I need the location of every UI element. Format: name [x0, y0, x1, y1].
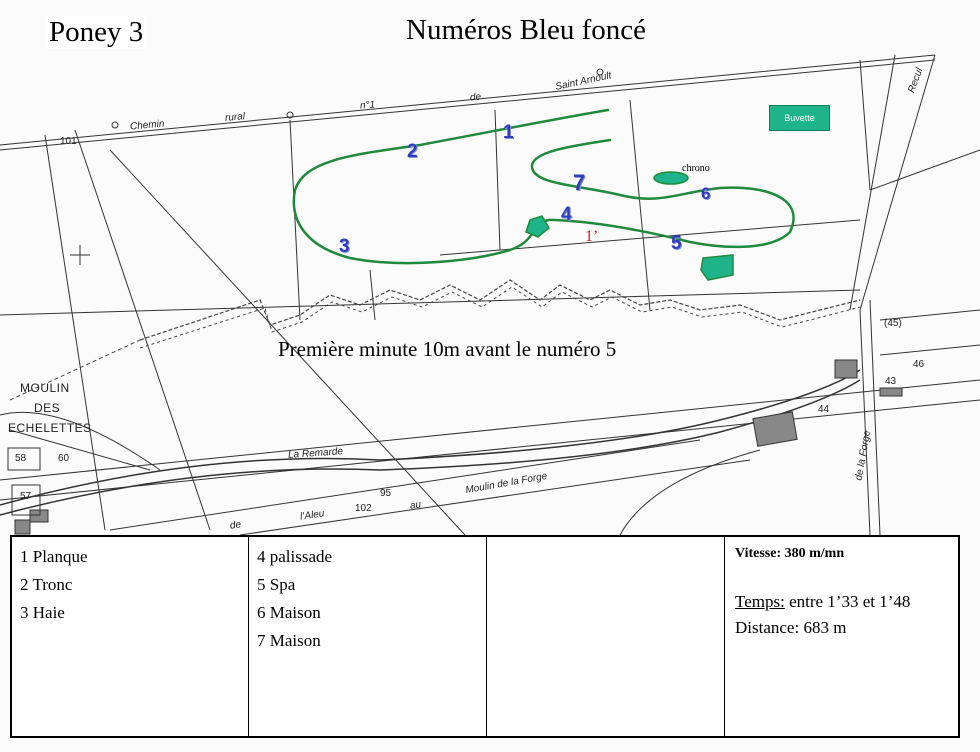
first-minute-note: Première minute 10m avant le numéro 5	[278, 337, 617, 361]
parcel-45: (45)	[884, 318, 902, 329]
legend-item: 2 Tronc	[20, 575, 73, 594]
distance-value: Distance: 683 m	[735, 618, 847, 637]
parcel-60: 60	[58, 453, 70, 464]
time-row: Temps: entre 1’33 et 1’48	[735, 589, 950, 615]
parcel-44: 44	[818, 404, 830, 415]
legend-column-3	[487, 537, 725, 736]
parcel-57: 57	[20, 491, 32, 502]
road-label-au: au	[409, 499, 422, 512]
legend-item: 5 Spa	[257, 575, 296, 594]
legend-column-2: 4 palissade 5 Spa 6 Maison 7 Maison	[249, 537, 487, 736]
jump-number-1: 1	[503, 122, 514, 143]
legend-item: 6 Maison	[257, 603, 321, 622]
road-label-de-2: de	[229, 519, 242, 532]
parcel-101: 101	[60, 136, 77, 147]
legend-column-1: 1 Planque 2 Tronc 3 Haie	[12, 537, 249, 736]
parcel-46: 46	[913, 359, 925, 370]
chrono-label: chrono	[682, 163, 710, 174]
legend-table: 1 Planque 2 Tronc 3 Haie 4 palissade 5 S…	[10, 535, 960, 738]
parcel-58: 58	[15, 453, 27, 464]
course-stats: Vitesse: 380 m/mn Temps: entre 1’33 et 1…	[725, 537, 958, 736]
place-label-moulin: MOULIN	[20, 381, 70, 395]
road-label-rural: rural	[224, 111, 246, 124]
jump-number-7: 7	[573, 170, 586, 195]
first-minute-marker: 1’	[585, 228, 599, 245]
place-label-echelettes: ECHELETTES	[8, 421, 92, 435]
course-title: Poney 3	[45, 16, 148, 49]
map-background	[0, 54, 980, 535]
legend-item: 7 Maison	[257, 631, 321, 650]
buvette-marker: Buvette	[769, 105, 830, 131]
course-subtitle: Numéros Bleu foncé	[406, 14, 646, 46]
speed-value: Vitesse: 380 m/mn	[735, 546, 845, 561]
legend-item: 3 Haie	[20, 603, 65, 622]
jump-number-5: 5	[671, 233, 682, 254]
jump-number-4: 4	[561, 204, 572, 225]
time-value: entre 1’33 et 1’48	[784, 592, 911, 611]
jump-number-6: 6	[701, 184, 711, 203]
road-label-de: de	[469, 91, 482, 104]
legend-item: 1 Planque	[20, 547, 88, 566]
road-label-n1: n°1	[359, 99, 376, 112]
parcel-95: 95	[380, 488, 392, 499]
place-label-des: DES	[34, 401, 61, 415]
parcel-102: 102	[355, 503, 372, 514]
jump-number-3: 3	[339, 236, 350, 257]
legend-item: 4 palissade	[257, 547, 333, 566]
time-label: Temps:	[735, 592, 785, 611]
jump-number-2: 2	[407, 141, 418, 162]
parcel-43: 43	[885, 376, 897, 387]
